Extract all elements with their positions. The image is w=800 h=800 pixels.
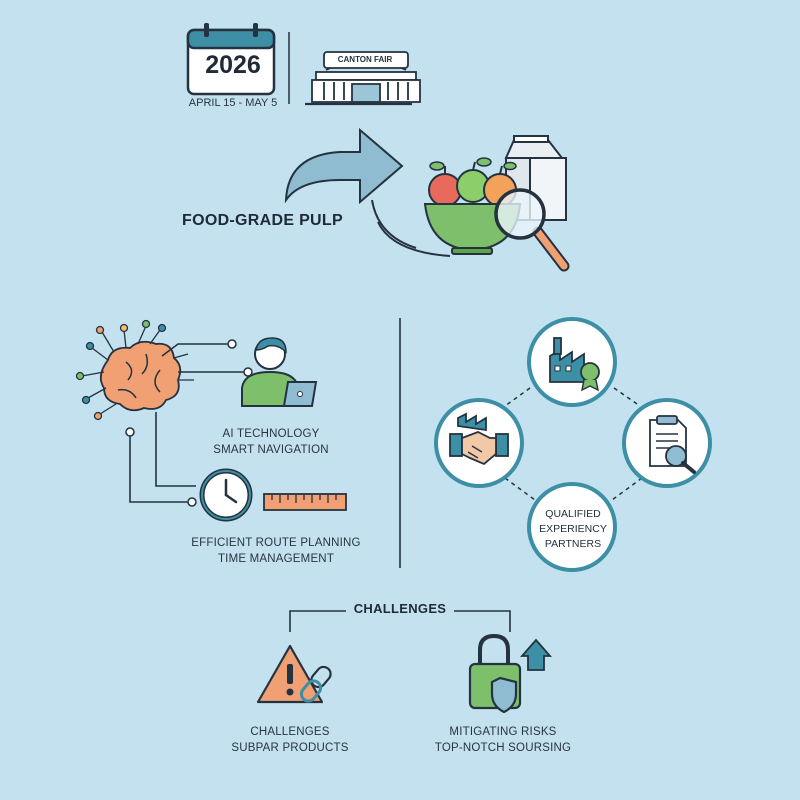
- canton-fair-sign: CANTON FAIR: [337, 55, 393, 64]
- challenges-right-line2: TOP-NOTCH SOURSING: [434, 742, 572, 754]
- challenges-right-label: MITIGATING RISKS TOP-NOTCH SOURSING: [418, 724, 588, 756]
- route-planning-line1: EFFICIENT ROUTE PLANNING: [191, 537, 361, 549]
- ai-technology-line1: AI TECHNOLOGY: [222, 428, 320, 440]
- brain-icon: [99, 340, 182, 412]
- fruit-bowl-icon: [423, 157, 522, 255]
- qualified-partners-label: QUALIFIED EXPERIENCY PARTNERS: [528, 507, 618, 552]
- challenges-left-line1: CHALLENGES: [250, 726, 330, 738]
- magnifier-icon: [494, 188, 570, 272]
- partners-line1: QUALIFIED: [545, 508, 601, 520]
- broken-link-icon: [299, 665, 332, 703]
- ai-technology-label: AI TECHNOLOGY SMART NAVIGATION: [196, 426, 346, 458]
- event-year: 2026: [205, 51, 261, 79]
- warning-icon: [256, 644, 324, 704]
- ruler-icon: [263, 493, 347, 511]
- challenges-left-line2: SUBPAR PRODUCTS: [231, 742, 349, 754]
- route-planning-line2: TIME MANAGEMENT: [217, 553, 335, 565]
- brain-network: [75, 319, 194, 421]
- up-arrow-icon: [520, 638, 552, 671]
- canton-fair-building-icon: [305, 51, 421, 106]
- partners-line2: EXPERIENCY: [539, 523, 607, 535]
- challenges-bracket: [289, 610, 511, 632]
- challenges-title: CHALLENGES: [353, 601, 447, 616]
- calendar-icon: [186, 23, 276, 96]
- factory-badge-icon: [549, 337, 600, 392]
- ai-technology-line2: SMART NAVIGATION: [213, 444, 329, 456]
- partner-network-links: [504, 387, 643, 501]
- user-laptop-icon: [241, 337, 318, 407]
- partners-line3: PARTNERS: [544, 538, 602, 550]
- motion-line: [371, 199, 417, 249]
- document-search-icon: [649, 415, 696, 474]
- challenges-right-line1: MITIGATING RISKS: [449, 726, 557, 738]
- connector-nodes: [125, 339, 253, 507]
- clock-icon: [199, 468, 253, 522]
- challenges-left-label: CHALLENGES SUBPAR PRODUCTS: [210, 724, 370, 756]
- padlock-shield-icon: [468, 633, 522, 714]
- event-dates: APRIL 15 - MAY 5: [188, 97, 278, 109]
- handshake-icon: [449, 412, 509, 466]
- motion-line: [377, 221, 451, 257]
- food-grade-pulp-label: FOOD-GRADE PULP: [182, 212, 343, 229]
- connector-lines: [129, 343, 246, 503]
- arrow-icon: [284, 127, 404, 205]
- route-planning-label: EFFICIENT ROUTE PLANNING TIME MANAGEMENT: [176, 535, 376, 567]
